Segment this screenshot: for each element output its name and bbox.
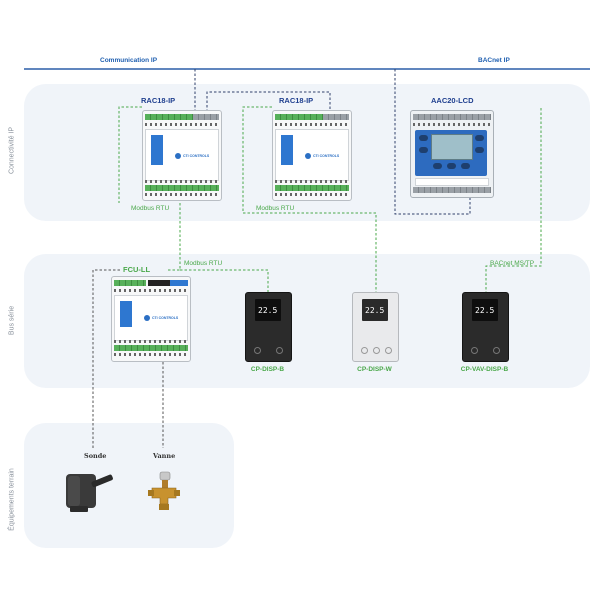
controller-aac20-lcd[interactable] bbox=[410, 110, 494, 198]
terminal-block bbox=[413, 114, 491, 120]
label-cp-disp-w: CP-DISP-W bbox=[357, 366, 392, 373]
lcd-button[interactable] bbox=[475, 135, 484, 141]
thermostat-screen bbox=[472, 299, 498, 321]
pin-row bbox=[114, 340, 188, 343]
label-bacnet-ip: BACnet IP bbox=[478, 57, 510, 64]
terminal-block bbox=[114, 345, 188, 351]
modbus-link-fcu-disp bbox=[180, 269, 269, 292]
label-cp-vav-disp-b: CP-VAV-DISP-B bbox=[460, 366, 509, 373]
terminal-block bbox=[148, 280, 188, 286]
thermostat-button[interactable] bbox=[254, 347, 261, 354]
label-communication-ip: Communication IP bbox=[100, 57, 158, 64]
status-leds bbox=[120, 301, 132, 327]
thermostat-button[interactable] bbox=[361, 347, 368, 354]
thermostat-button[interactable] bbox=[471, 347, 478, 354]
lcd-button[interactable] bbox=[419, 135, 428, 141]
label-bacnet-mstp: BACnet MS/TP bbox=[490, 260, 535, 267]
status-leds bbox=[151, 135, 163, 165]
pin-row bbox=[114, 289, 188, 292]
thermostat-button[interactable] bbox=[493, 347, 500, 354]
brand-logo-icon bbox=[144, 315, 150, 321]
modbus-link-rac1-fcu bbox=[166, 203, 181, 271]
panel-field-devices bbox=[24, 423, 234, 548]
pin-row bbox=[275, 193, 349, 196]
thermostat-cp-vav-disp-b[interactable]: 22.5 bbox=[462, 292, 509, 362]
terminal-block bbox=[145, 185, 219, 191]
title-fcu: FCU-LL bbox=[123, 265, 151, 274]
thermostat-button[interactable] bbox=[276, 347, 283, 354]
controller-rac1[interactable]: CTI CONTROLS bbox=[142, 110, 222, 201]
title-rac2: RAC18-IP bbox=[279, 96, 314, 105]
thermostat-screen bbox=[255, 299, 281, 321]
pin-row bbox=[413, 123, 491, 126]
terminal-block bbox=[170, 280, 188, 286]
label-sonde: Sonde bbox=[84, 452, 107, 460]
pin-row bbox=[145, 193, 219, 196]
label-modbus-rac2: Modbus RTU bbox=[256, 205, 295, 212]
thermostat-temperature: 22.5 bbox=[475, 306, 495, 315]
label-vanne: Vanne bbox=[153, 452, 176, 460]
lcd-button[interactable] bbox=[419, 147, 428, 153]
lcd-button[interactable] bbox=[475, 147, 484, 153]
controller-rac2[interactable]: CTI CONTROLS bbox=[272, 110, 352, 201]
thermostat-cp-disp-b[interactable]: 22.5 bbox=[245, 292, 292, 362]
brand-text: CTI CONTROLS bbox=[313, 154, 340, 158]
brand-logo-icon bbox=[175, 153, 181, 159]
duct-sensor-icon bbox=[66, 474, 113, 512]
lcd-button[interactable] bbox=[447, 163, 456, 169]
ip-link-rac1-rac2 bbox=[206, 91, 331, 112]
thermostat-button[interactable] bbox=[385, 347, 392, 354]
lcd-screen bbox=[431, 134, 473, 160]
modbus-link-rac2 bbox=[242, 106, 377, 292]
status-leds bbox=[281, 135, 293, 165]
brand-text: CTI CONTROLS bbox=[152, 316, 179, 320]
terminal-block bbox=[275, 185, 349, 191]
thermostat-button[interactable] bbox=[373, 347, 380, 354]
label-modbus-fcu: Modbus RTU bbox=[184, 260, 223, 267]
thermostat-temperature: 22.5 bbox=[258, 306, 278, 315]
lcd-button[interactable] bbox=[461, 163, 470, 169]
terminal-block bbox=[413, 187, 491, 193]
ip-link-aac bbox=[394, 69, 471, 215]
valve-icon bbox=[148, 471, 180, 510]
thermostat-temperature: 22.5 bbox=[365, 306, 385, 315]
bacnet-mstp-link bbox=[485, 108, 542, 292]
title-aac: AAC20-LCD bbox=[431, 96, 474, 105]
terminal-block bbox=[114, 280, 146, 286]
field-link-sonde bbox=[92, 269, 120, 448]
pin-row bbox=[145, 123, 219, 126]
terminal-block bbox=[323, 114, 349, 120]
title-rac1: RAC18-IP bbox=[141, 96, 176, 105]
brand-logo-icon bbox=[305, 153, 311, 159]
thermostat-screen bbox=[362, 299, 388, 321]
terminal-block bbox=[193, 114, 219, 120]
modbus-link-rac1 bbox=[118, 106, 142, 203]
pin-row bbox=[114, 353, 188, 356]
io-label-strip bbox=[415, 178, 489, 186]
label-modbus-rac1: Modbus RTU bbox=[131, 205, 170, 212]
brand-text: CTI CONTROLS bbox=[183, 154, 210, 158]
pin-row bbox=[275, 123, 349, 126]
label-cp-disp-b: CP-DISP-B bbox=[250, 366, 285, 373]
pin-row bbox=[275, 180, 349, 183]
terminal-block bbox=[145, 114, 193, 120]
thermostat-cp-disp-w[interactable]: 22.5 bbox=[352, 292, 399, 362]
pin-row bbox=[145, 180, 219, 183]
controller-fcu-ll[interactable]: CTI CONTROLS bbox=[111, 276, 191, 362]
lcd-button[interactable] bbox=[433, 163, 442, 169]
terminal-block bbox=[275, 114, 323, 120]
